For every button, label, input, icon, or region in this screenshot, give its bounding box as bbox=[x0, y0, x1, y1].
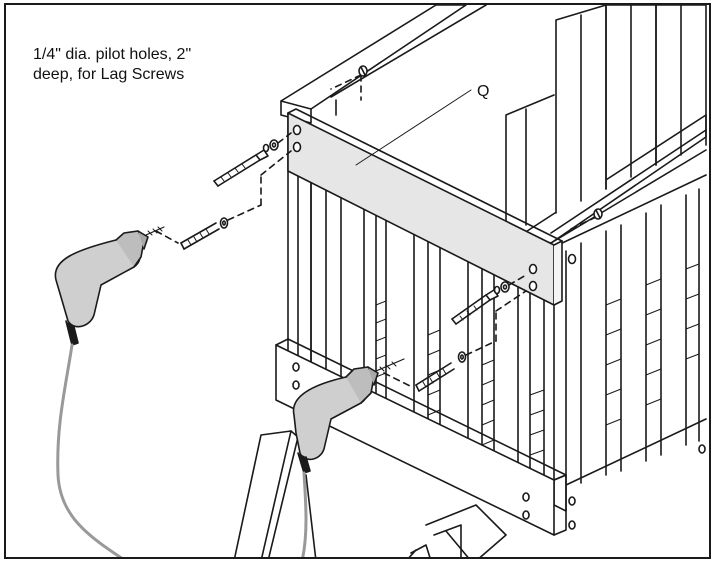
part-label-q: Q bbox=[477, 83, 490, 100]
lag-screw-upper-1 bbox=[213, 139, 279, 187]
power-drill-icon bbox=[54, 226, 165, 346]
pilot-hole-note: 1/4" dia. pilot holes, 2" deep, for Lag … bbox=[33, 46, 192, 83]
drill-cord-2 bbox=[301, 471, 308, 557]
alignment-lines-lower bbox=[383, 274, 527, 388]
front-right-post bbox=[553, 244, 706, 530]
label-leader-q bbox=[355, 89, 472, 166]
slat-details bbox=[375, 300, 545, 456]
lag-screw-upper-2 bbox=[180, 217, 229, 250]
power-drill-icon bbox=[292, 358, 405, 474]
assembly-drawing bbox=[54, 5, 707, 557]
illustration-frame: 1/4" dia. pilot holes, 2" deep, for Lag … bbox=[4, 3, 711, 559]
right-wall-details bbox=[605, 263, 700, 426]
drill-cord-1 bbox=[56, 343, 123, 557]
sawhorse-legs bbox=[234, 430, 507, 557]
board-q bbox=[287, 108, 563, 306]
right-wall bbox=[557, 174, 707, 486]
top-bolts bbox=[358, 65, 603, 220]
alignment-lines-upper bbox=[155, 132, 292, 244]
lag-screw-lower-2 bbox=[415, 351, 467, 392]
lag-screw-lower-1 bbox=[451, 281, 510, 325]
back-panels bbox=[505, 5, 707, 236]
